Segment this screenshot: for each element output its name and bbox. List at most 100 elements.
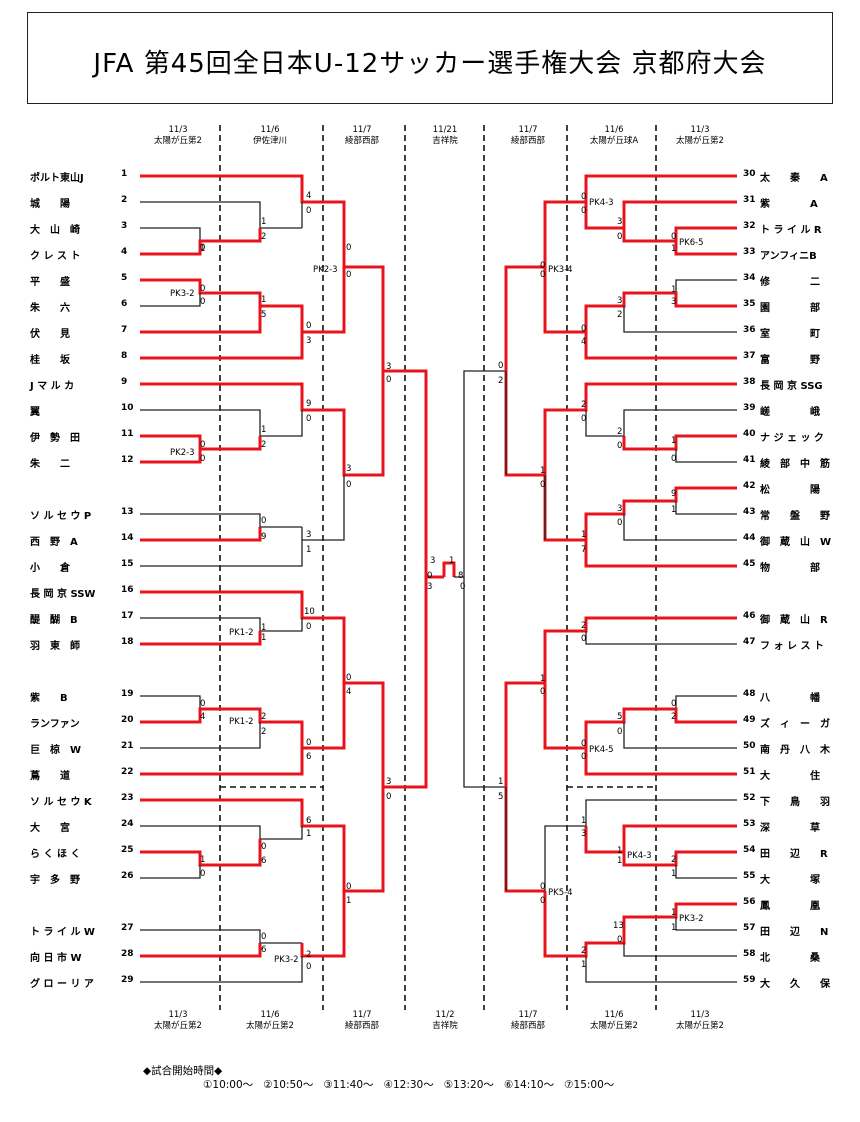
team-name: 大 宮	[30, 823, 70, 834]
match-score: 2	[581, 400, 587, 410]
team-number: 53	[743, 819, 756, 829]
match-score: 0	[498, 361, 504, 371]
match-score: 0	[460, 582, 466, 592]
team-name: 御 蔵 山 R	[760, 615, 828, 626]
penalty-result: PK2-3	[170, 448, 195, 458]
match-score: 0	[581, 739, 587, 749]
team-name: 御 蔵 山 W	[760, 537, 832, 548]
winner-path	[140, 683, 346, 750]
match-score: 1	[261, 425, 267, 435]
penalty-result: PK1-2	[229, 717, 254, 727]
match-score: 1	[671, 923, 677, 933]
column-date: 11/2	[435, 1010, 455, 1020]
column-date: 11/3	[690, 1010, 710, 1020]
team-number: 16	[121, 585, 134, 595]
team-number: 38	[743, 377, 756, 387]
team-number: 1	[121, 169, 128, 179]
penalty-result: PK3-2	[170, 289, 195, 299]
bracket-line	[623, 722, 737, 749]
match-score: 0	[540, 896, 546, 906]
team-name: 深 草	[760, 823, 820, 834]
team-number: 57	[743, 923, 756, 933]
match-score: 0	[200, 869, 206, 879]
bracket-line	[140, 201, 302, 229]
match-score: 1	[671, 869, 677, 879]
team-number: 5	[121, 273, 128, 283]
match-score: 2	[581, 946, 587, 956]
match-score: 6	[306, 816, 312, 826]
penalty-result: PK6-5	[679, 238, 704, 248]
team-name: 平 盛	[30, 277, 70, 288]
team-number: 51	[743, 767, 756, 777]
match-score: 0	[386, 792, 392, 802]
column-date: 11/3	[168, 125, 188, 135]
team-name: 八 幡	[760, 693, 820, 704]
match-score: 3	[430, 556, 436, 566]
match-score: 2	[617, 427, 623, 437]
team-name: 常 盤 野	[760, 511, 830, 522]
team-name: 伏 見	[30, 329, 70, 340]
column-date: 11/6	[260, 125, 280, 135]
bracket-line	[675, 917, 737, 931]
match-score: 0	[306, 738, 312, 748]
team-number: 31	[743, 195, 756, 205]
match-score: 2	[261, 727, 267, 737]
team-number: 9	[121, 377, 128, 387]
team-right-53: 53 深 草	[740, 819, 860, 834]
team-number: 45	[743, 559, 756, 569]
team-right-46: 46 御 蔵 山 R	[740, 611, 860, 626]
penalty-result: PK4-3	[589, 198, 614, 208]
bracket-line	[140, 956, 303, 983]
winner-path	[140, 228, 262, 256]
team-number: 13	[121, 507, 134, 517]
team-name: 伊 勢 田	[30, 433, 80, 444]
match-score: 0	[427, 571, 433, 581]
match-score: 0	[671, 699, 677, 709]
team-number: 48	[743, 689, 756, 699]
team-number: 36	[743, 325, 756, 335]
column-venue: 吉祥院	[432, 136, 458, 146]
match-score: 3	[617, 217, 623, 227]
team-number: 58	[743, 949, 756, 959]
match-score: 1	[261, 295, 267, 305]
match-score: 0	[346, 673, 352, 683]
column-venue: 太陽が丘第2	[154, 136, 202, 146]
match-score: 9	[671, 489, 677, 499]
match-score: 0	[346, 243, 352, 253]
column-venue: 太陽が丘第2	[676, 1021, 724, 1031]
schedule-time: ④12:30～	[383, 1079, 434, 1091]
column-venue: 太陽が丘第2	[154, 1021, 202, 1031]
match-score: 6	[261, 945, 267, 955]
team-number: 28	[121, 949, 134, 959]
match-score: 13	[613, 921, 624, 931]
match-score: 0	[540, 270, 546, 280]
team-name: 醍 醐 B	[30, 615, 78, 626]
team-name: ト ラ イ ル W	[30, 927, 95, 938]
match-score: 1	[540, 674, 546, 684]
team-name: 綾 部 中 筋	[760, 459, 830, 470]
team-name: 翼	[30, 407, 40, 418]
team-number: 21	[121, 741, 134, 751]
bracket-line	[675, 279, 737, 293]
team-number: 46	[743, 611, 756, 621]
match-score: 0	[200, 243, 206, 253]
team-name: 大 塚	[760, 875, 820, 886]
team-name: 西 野 A	[30, 537, 78, 548]
team-number: 12	[121, 455, 134, 465]
